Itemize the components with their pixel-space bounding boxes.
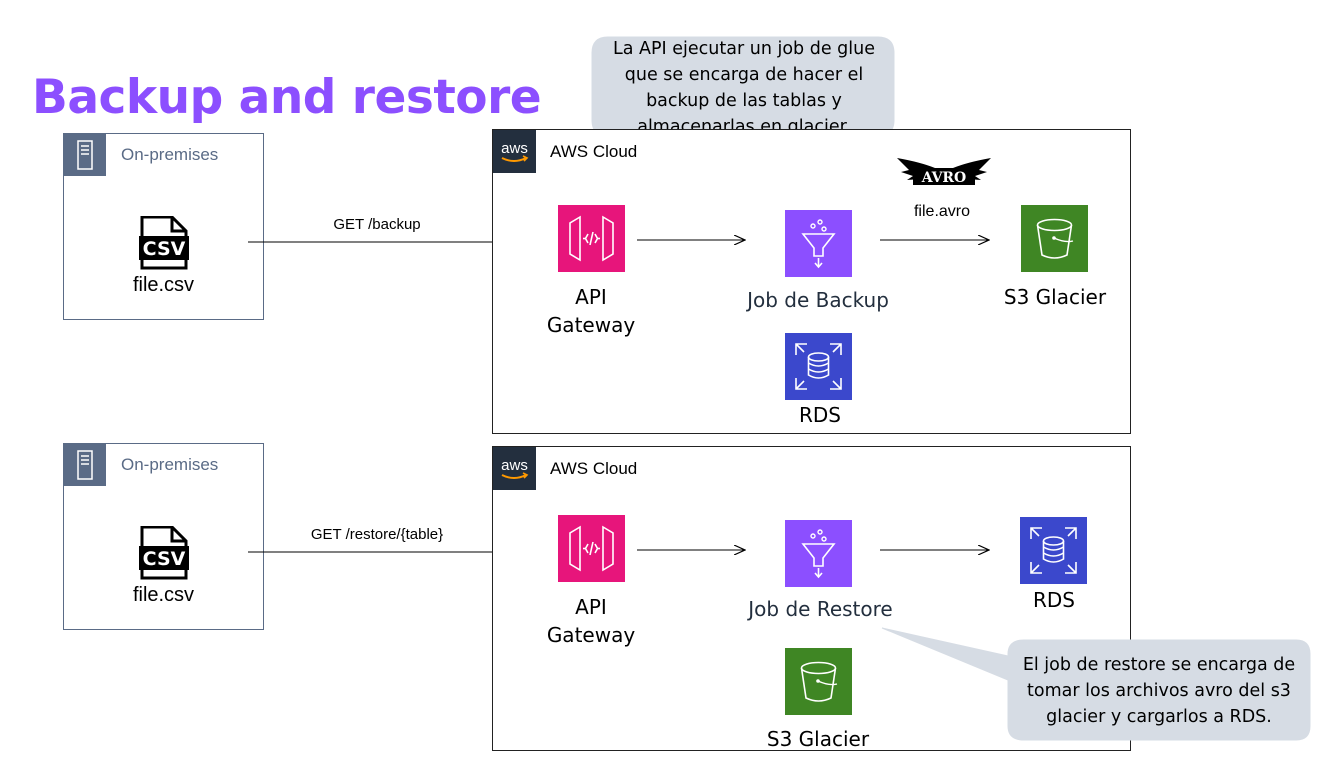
api-gateway-label: API Gateway [531, 593, 651, 649]
restore-request-label: GET /restore/{table} [310, 526, 444, 543]
restore-callout [881, 627, 1311, 741]
aws-cloud-label: AWS Cloud [550, 459, 638, 478]
backup-callout-line: La API ejecutar un job de glue [613, 39, 875, 59]
glue-job-icon [785, 520, 852, 587]
api-gateway-label: API Gateway [531, 283, 651, 339]
page-title: Backup and restore [32, 70, 542, 125]
backup-callout-line: backup de las tablas y [646, 91, 842, 111]
file-label: file.csv [132, 274, 195, 296]
s3-bucket-icon [785, 648, 852, 715]
restore-database-label: RDS [1033, 588, 1075, 612]
svg-text:CSV: CSV [143, 548, 186, 570]
csv-file-icon: CSV [139, 215, 189, 270]
server-icon [64, 134, 106, 176]
backup-output-file-label: file.avro [913, 203, 971, 220]
onprem-label: On-premises [121, 145, 219, 164]
csv-file-icon: CSV [139, 525, 189, 580]
aws-logo-text: aws [501, 457, 528, 474]
restore-onprem-group: On-premises CSV file.csv [63, 443, 264, 630]
server-icon [64, 444, 106, 486]
backup-database-label: RDS [799, 403, 841, 427]
restore-callout-text: El job de restore se encarga de tomar lo… [1008, 652, 1310, 730]
rds-icon [785, 333, 852, 400]
onprem-label: On-premises [121, 455, 219, 474]
aws-logo-text: aws [501, 140, 528, 157]
restore-storage-label: S3 Glacier [766, 727, 870, 751]
api-gateway-icon [558, 205, 625, 272]
api-gateway-label-line: Gateway [546, 313, 636, 337]
backup-storage-label: S3 Glacier [1003, 285, 1107, 309]
svg-text:CSV: CSV [143, 238, 186, 260]
aws-logo-icon: aws [493, 447, 536, 490]
file-label: file.csv [132, 584, 195, 606]
avro-logo-icon: AVRO [895, 156, 993, 188]
backup-onprem-group: On-premises CSV file.csv [63, 133, 264, 320]
aws-cloud-label: AWS Cloud [550, 142, 638, 161]
api-gateway-icon [558, 515, 625, 582]
restore-callout-line: El job de restore se encarga de [1022, 655, 1296, 675]
backup-request-label: GET /backup [333, 216, 421, 233]
avro-logo-text: AVRO [921, 170, 967, 186]
restore-callout-line: tomar los archivos avro del s3 [1027, 681, 1291, 701]
restore-callout-line: glacier y cargarlos a RDS. [1046, 707, 1272, 727]
api-gateway-label-line: API [575, 595, 607, 619]
backup-job-label: Job de Backup [747, 288, 889, 312]
aws-logo-icon: aws [493, 130, 536, 173]
api-gateway-label-line: API [575, 285, 607, 309]
backup-callout-line: que se encarga de hacer el [624, 65, 864, 85]
glue-job-icon [785, 210, 852, 277]
rds-icon [1020, 517, 1087, 584]
restore-job-label: Job de Restore [748, 597, 893, 621]
s3-bucket-icon [1021, 205, 1088, 272]
api-gateway-label-line: Gateway [546, 623, 636, 647]
